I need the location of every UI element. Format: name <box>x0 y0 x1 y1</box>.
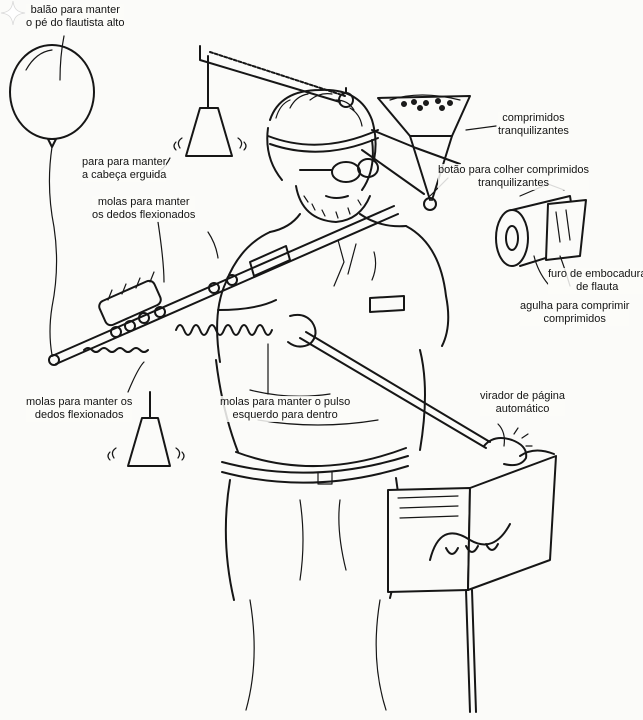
label-pill-button: botão para colher comprimidos tranquiliz… <box>438 164 590 190</box>
label-embouchure-hole-line-2: de flauta <box>576 281 619 293</box>
label-embouchure-hole: furo de embocadura de flauta <box>548 268 643 294</box>
flautist-torso <box>215 225 450 711</box>
label-pill-button-line-1: botão para colher comprimidos <box>438 164 590 176</box>
label-page-turner-line-1: virador de página <box>480 390 566 402</box>
label-springs-right-fingers-line-2: os dedos flexionados <box>92 209 196 221</box>
flute <box>48 205 399 366</box>
label-pill-needle-line-2: comprimidos <box>543 313 606 325</box>
label-wrist-springs-line-2: esquerdo para dentro <box>232 409 338 421</box>
label-balloon: balão para manter o pé do flautista alto <box>26 4 125 30</box>
label-springs-left-fingers-line-2: dedos flexionados <box>34 409 124 421</box>
label-page-turner: virador de página automático <box>480 390 566 416</box>
flautist-head <box>266 87 407 233</box>
label-head-stand: para para manter a cabeça erguida <box>82 156 167 182</box>
embouchure-device <box>495 183 587 267</box>
wrist-springs <box>175 299 317 348</box>
pill-hopper <box>361 94 471 211</box>
label-wrist-springs-line-1: molas para manter o pulso <box>220 396 351 408</box>
label-pill-button-line-2: tranquilizantes <box>478 177 549 189</box>
label-head-stand-line-2: a cabeça erguida <box>82 169 167 181</box>
label-wrist-springs: molas para manter o pulso esquerdo para … <box>220 396 351 422</box>
label-springs-right-fingers-line-1: molas para manter <box>97 196 190 208</box>
page-turner-arm <box>299 331 533 467</box>
label-page-turner-line-2: automático <box>495 403 550 415</box>
label-embouchure-hole-line-1: furo de embocadura <box>548 268 643 280</box>
top-weight <box>173 45 346 157</box>
sparkle-icon <box>0 0 26 26</box>
label-pills-line-2: tranquilizantes <box>498 125 569 137</box>
label-springs-left-fingers-line-1: molas para manter os <box>26 396 133 408</box>
label-pills-line-1: comprimidos <box>502 112 565 124</box>
label-balloon-line-2: o pé do flautista alto <box>26 17 125 29</box>
label-springs-right-fingers: molas para manter os dedos flexionados <box>92 196 196 222</box>
label-springs-left-fingers: molas para manter os dedos flexionados <box>26 396 133 422</box>
label-pill-needle-line-1: agulha para comprimir <box>520 300 630 312</box>
balloon <box>9 44 95 356</box>
label-balloon-line-1: balão para manter <box>30 4 120 16</box>
label-head-stand-line-1: para para manter <box>82 156 167 168</box>
music-stand <box>387 449 557 713</box>
label-pill-needle: agulha para comprimir comprimidos <box>520 300 630 326</box>
label-pills: comprimidos tranquilizantes <box>498 112 569 138</box>
lower-weight <box>83 347 185 467</box>
